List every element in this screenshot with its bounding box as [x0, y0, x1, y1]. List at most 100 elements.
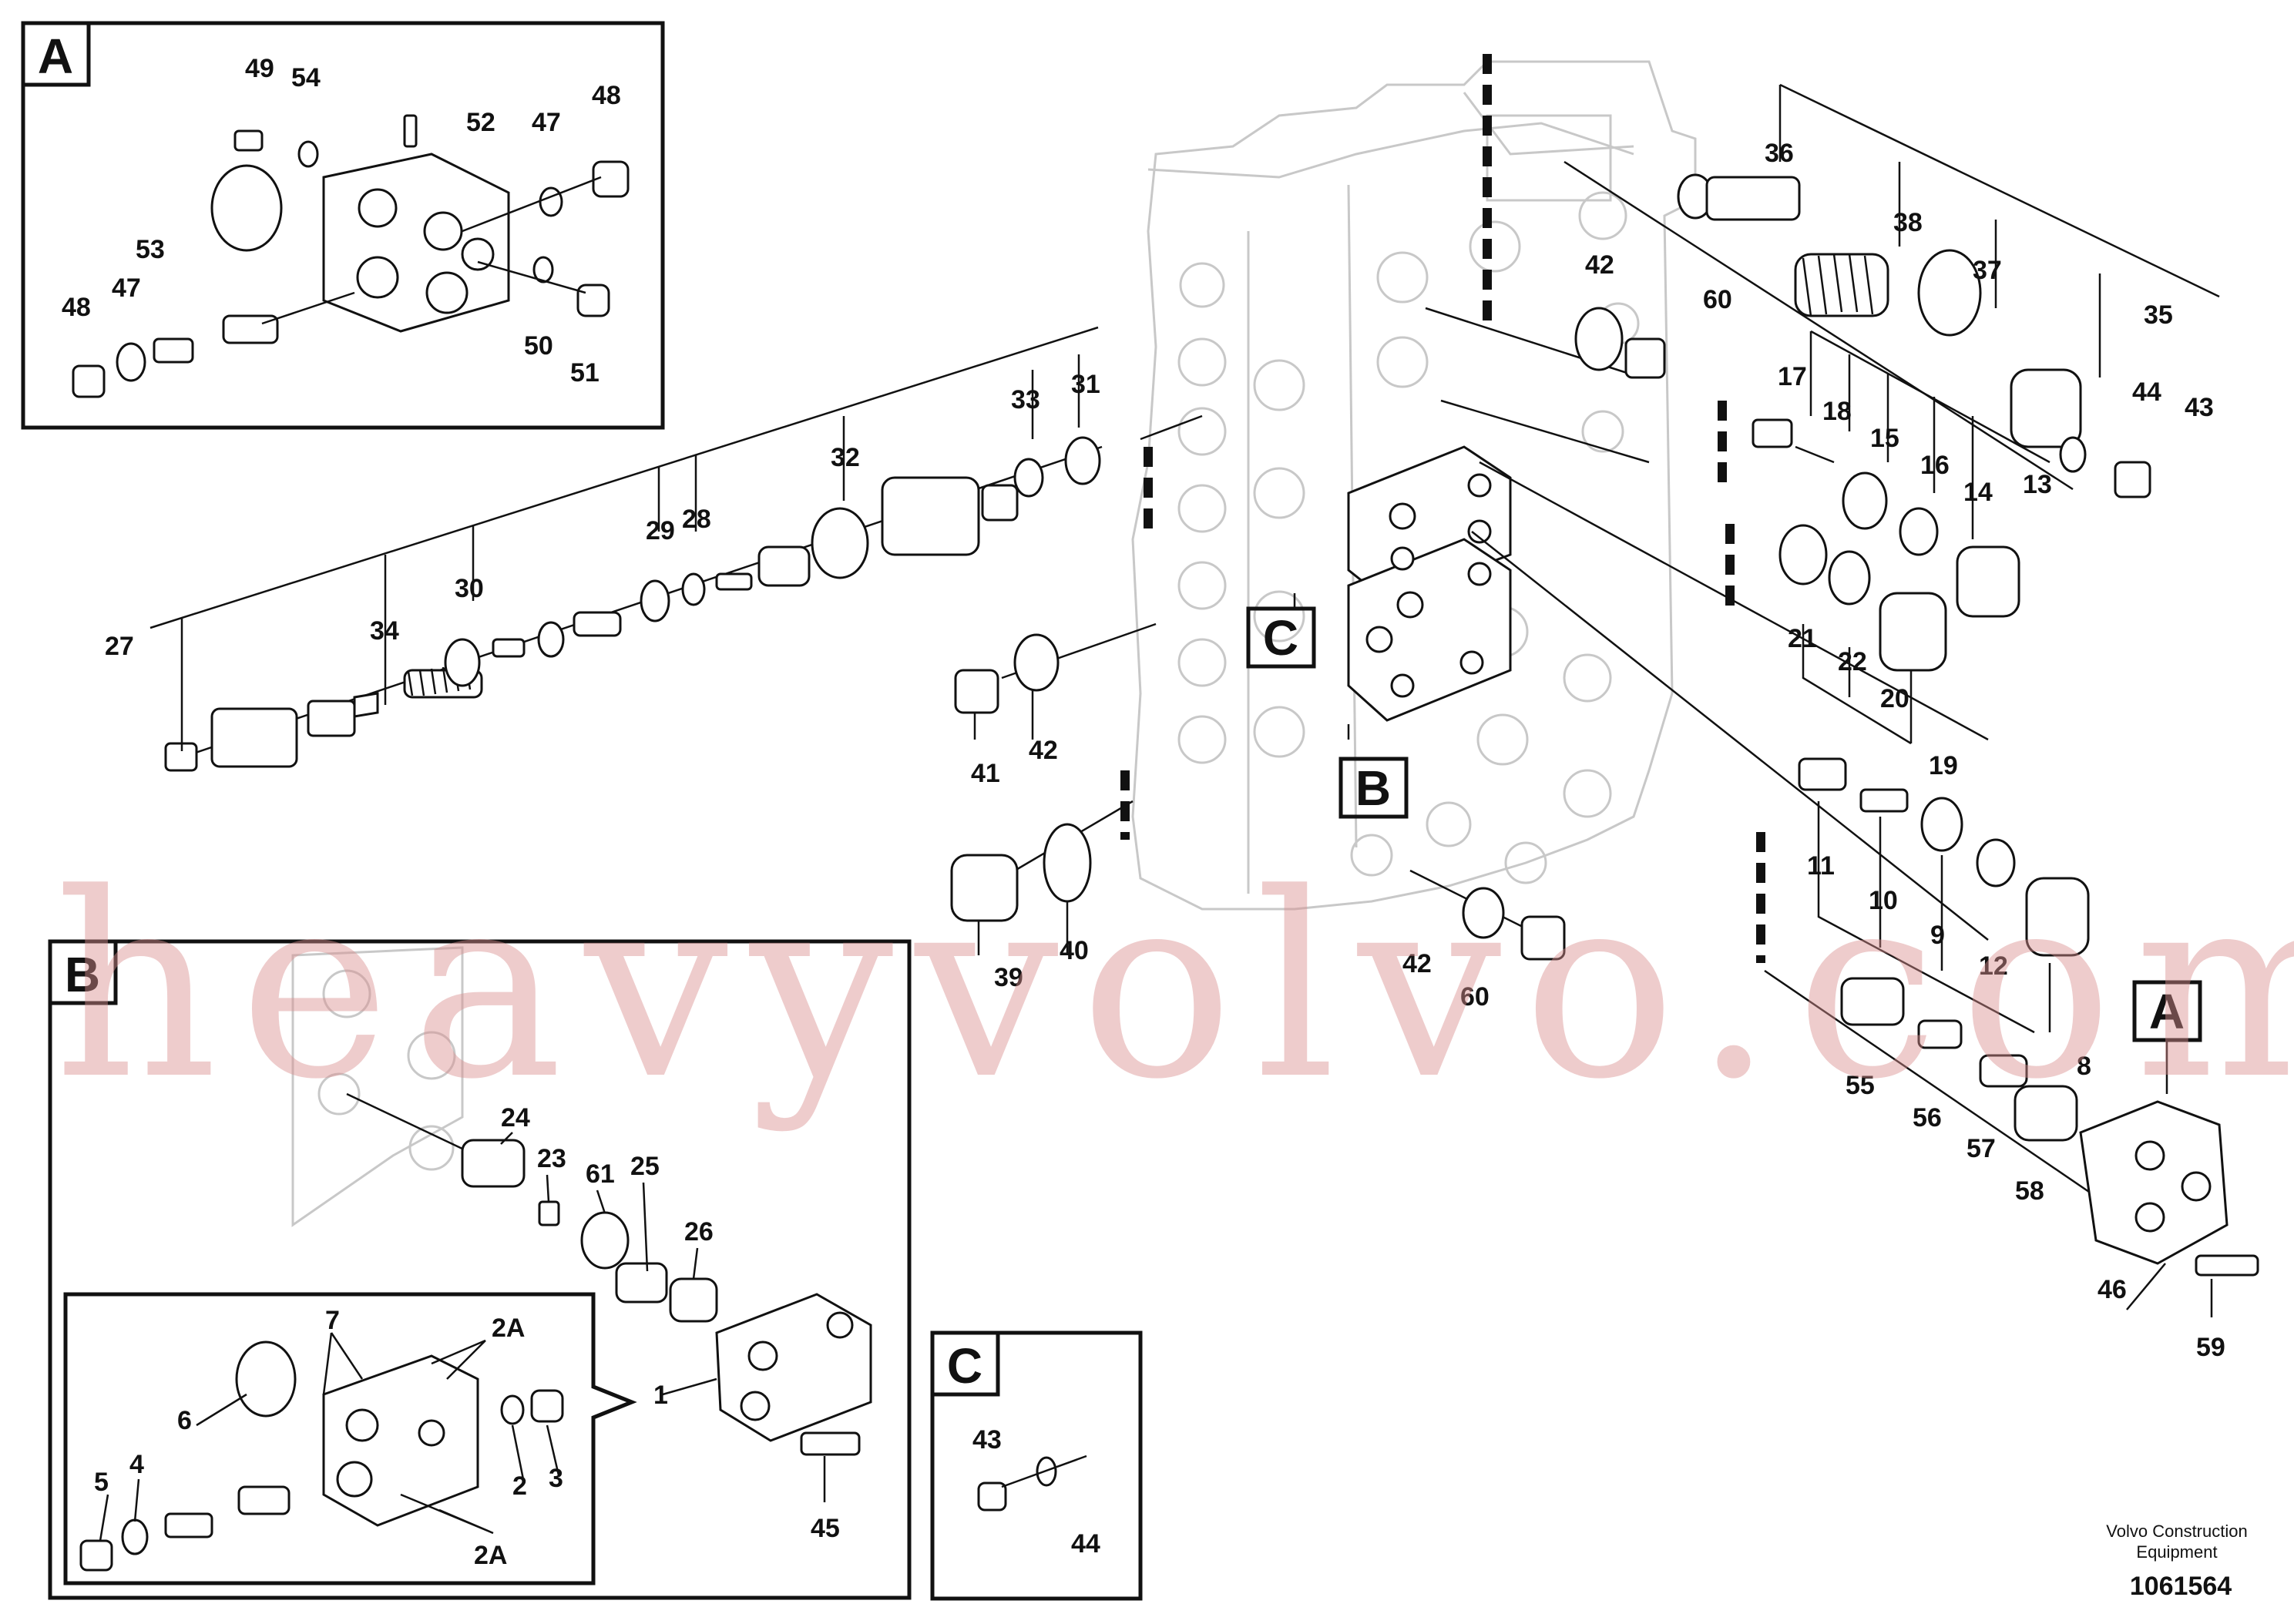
label-29: 29 — [646, 516, 675, 545]
label-c-main: C — [1263, 610, 1298, 666]
lower-center-plug — [1409, 869, 1566, 961]
o-ring-12 — [1976, 838, 2016, 887]
label-6: 6 — [177, 1406, 192, 1435]
label-37: 37 — [1973, 256, 2002, 285]
label-21: 21 — [1788, 624, 1817, 653]
label-50: 50 — [524, 331, 553, 361]
o-ring-9 — [1920, 797, 1963, 852]
label-34: 34 — [370, 616, 399, 646]
label-30: 30 — [455, 574, 484, 603]
label-25: 25 — [630, 1152, 660, 1181]
o-ring-15 — [1842, 471, 1888, 530]
label-26: 26 — [684, 1217, 714, 1247]
label-36: 36 — [1765, 139, 1794, 168]
detail-c-label: C — [947, 1338, 982, 1394]
block-a — [2079, 1100, 2229, 1265]
o-ring-16 — [1899, 507, 1939, 556]
label-8: 8 — [2077, 1052, 2091, 1081]
o-ring-22 — [1828, 550, 1871, 606]
label-57: 57 — [1967, 1134, 1996, 1163]
o-ring-21 — [1778, 524, 1828, 586]
watermark: heavyvolvo.com — [54, 839, 2294, 1135]
spring-57 — [1979, 1054, 2028, 1088]
label-27: 27 — [105, 632, 134, 661]
label-52: 52 — [466, 108, 495, 137]
bottom-right-assembly — [1764, 969, 2259, 1317]
label-41: 41 — [971, 759, 1000, 788]
label-11: 11 — [1807, 851, 1835, 881]
label-24: 24 — [501, 1103, 530, 1132]
title-block: Volvo Construction Equipment 1061564 — [2106, 1522, 2247, 1601]
label-35: 35 — [2144, 300, 2173, 330]
cap-body — [210, 707, 298, 768]
label-13: 13 — [2023, 470, 2052, 499]
o-ring-42 — [1574, 307, 1624, 371]
bolt-59 — [2195, 1254, 2259, 1277]
label-22: 22 — [1838, 647, 1867, 676]
left-side-plugs — [950, 622, 1157, 955]
label-32: 32 — [831, 443, 860, 472]
label-a-main: A — [2149, 984, 2185, 1039]
label-2: 2 — [512, 1471, 527, 1501]
label-44: 44 — [2132, 377, 2161, 407]
label-48b: 48 — [62, 293, 91, 322]
o-ring-32 — [811, 507, 869, 579]
left-spool-assembly — [149, 326, 1203, 772]
label-20: 20 — [1880, 684, 1909, 713]
label-5: 5 — [94, 1468, 109, 1497]
label-49: 49 — [245, 54, 274, 83]
plug-8 — [2025, 877, 2090, 957]
detail-box-a: A — [21, 21, 665, 430]
label-46: 46 — [2098, 1275, 2127, 1304]
spool-11 — [1798, 757, 1847, 791]
label-51: 51 — [570, 358, 600, 388]
label-1: 1 — [653, 1381, 668, 1410]
label-12: 12 — [1979, 951, 2008, 981]
label-16: 16 — [1920, 451, 1950, 480]
label-40: 40 — [1060, 936, 1089, 965]
label-15: 15 — [1870, 424, 1899, 453]
label-44c: 44 — [1071, 1529, 1100, 1559]
o-ring-33 — [1013, 458, 1044, 498]
label-43c: 43 — [972, 1425, 1002, 1455]
label-45: 45 — [811, 1514, 840, 1543]
label-47a: 47 — [532, 108, 561, 137]
label-61: 61 — [586, 1159, 615, 1189]
plug-60 — [1624, 337, 1666, 379]
part-56 — [1917, 1019, 1963, 1049]
spring-10 — [1859, 788, 1909, 813]
label-31: 31 — [1071, 370, 1100, 399]
label-53: 53 — [136, 235, 165, 264]
label-60b: 60 — [1460, 982, 1490, 1012]
o-ring-37 — [1917, 249, 1982, 337]
label-2a-bottom: 2A — [474, 1541, 507, 1570]
lower-right-assembly — [1471, 531, 2090, 1034]
sleeve-32 — [881, 476, 980, 556]
label-58: 58 — [2015, 1176, 2044, 1206]
o-ring-28 — [681, 572, 706, 606]
label-54: 54 — [291, 63, 321, 92]
detail-a-label: A — [38, 29, 73, 84]
part-58 — [2014, 1085, 2078, 1142]
credit-line-1: Volvo Construction — [2106, 1522, 2247, 1541]
label-33: 33 — [1011, 385, 1040, 414]
label-55: 55 — [1846, 1071, 1875, 1100]
bolt-43 — [2114, 461, 2151, 498]
spool-piston — [757, 545, 811, 587]
relief-55 — [1840, 977, 1905, 1026]
label-14: 14 — [1963, 478, 1993, 507]
label-4: 4 — [129, 1450, 144, 1479]
part-number-labels: 49 54 52 47 48 53 48 47 50 51 33 31 32 2… — [62, 54, 2225, 1570]
detail-box-c: C — [930, 1330, 1143, 1601]
plug-14 — [1956, 545, 2020, 618]
center-blocks — [1347, 445, 1512, 740]
label-38: 38 — [1893, 208, 1923, 237]
leader-lines — [99, 1132, 826, 1542]
label-60a: 60 — [1703, 285, 1732, 314]
label-28: 28 — [682, 505, 711, 534]
label-47b: 47 — [112, 273, 141, 303]
label-9: 9 — [1930, 921, 1945, 950]
label-7: 7 — [325, 1306, 340, 1335]
